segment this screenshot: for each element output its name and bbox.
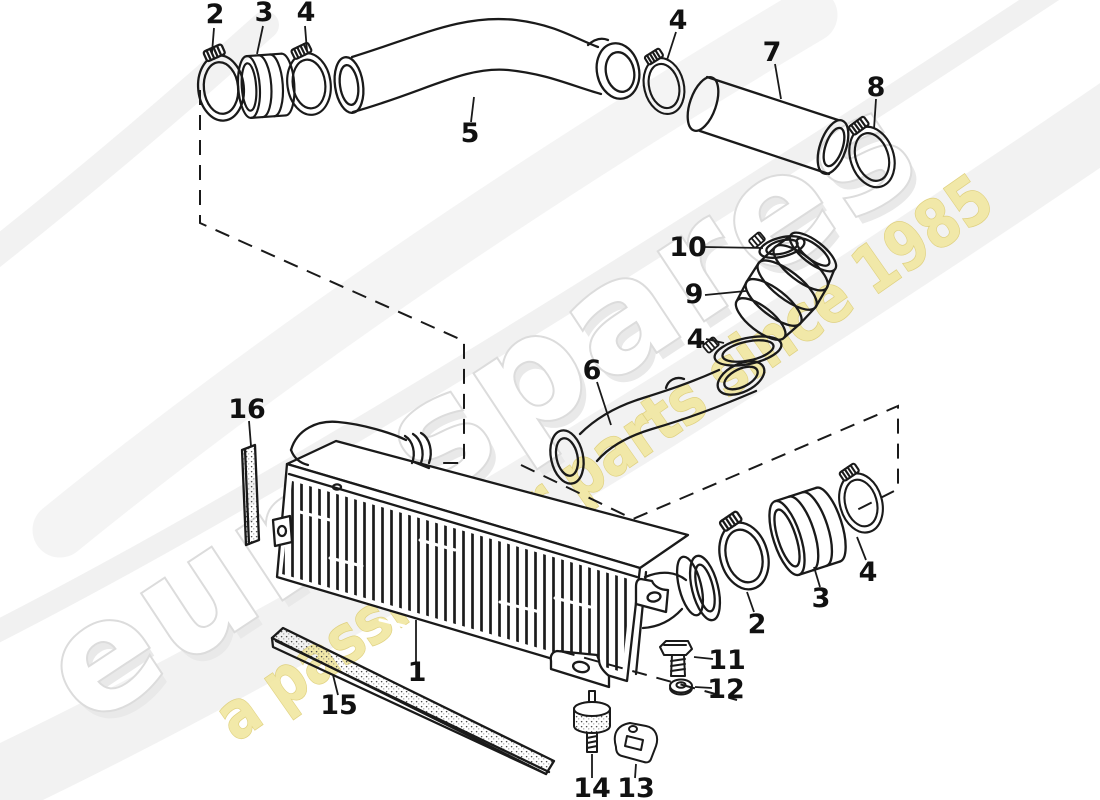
callout-11: 11 (708, 645, 746, 676)
dashed-leader-fasteners (559, 650, 738, 701)
bellows-sleeve-9 (734, 231, 838, 341)
callout-1: 1 (408, 657, 427, 688)
callout-leader-lines (211, 25, 877, 779)
callout-13: 13 (617, 773, 655, 800)
callout-3: 3 (812, 583, 831, 614)
intercooler-scoop (289, 420, 432, 470)
dashed-leader-top-left (199, 90, 465, 464)
callout-4: 4 (297, 0, 316, 28)
hose-clamp-10 (748, 231, 806, 259)
assembly-dashed-lines (199, 90, 899, 701)
hose-6 (549, 360, 766, 485)
swoosh-band-upper (32, 0, 838, 558)
intercooler-outlet (641, 554, 722, 630)
hose-clamp-4d (828, 457, 891, 539)
seal-strip-16 (240, 443, 261, 547)
brand-watermark: eurospares (12, 55, 950, 758)
swoosh-line-corner (0, 11, 279, 268)
tube-7 (686, 75, 850, 176)
callout-4: 4 (859, 557, 878, 588)
callout-2: 2 (206, 0, 225, 30)
clamp-bracket-13 (613, 722, 659, 764)
callout-5: 5 (461, 118, 480, 149)
callout-7: 7 (763, 37, 782, 68)
hose-clamp-2b (707, 504, 778, 597)
callout-2: 2 (748, 609, 767, 640)
callout-numbers: 1 2 3 4 5 4 7 8 10 9 4 6 2 3 4 11 12 14 … (206, 0, 886, 800)
callout-10: 10 (669, 232, 707, 263)
bolt-11 (659, 640, 693, 677)
washer-12 (669, 678, 693, 696)
callout-16: 16 (228, 394, 266, 425)
diagram-line-art (192, 17, 904, 776)
dashed-leader-bottom-right (520, 404, 899, 521)
callout-3: 3 (255, 0, 274, 28)
seal-strip-15 (270, 626, 556, 776)
callout-9: 9 (685, 279, 704, 310)
callout-14: 14 (573, 773, 611, 800)
rubber-buffer-14 (573, 690, 611, 753)
intercooler-fins (282, 481, 632, 672)
callout-15: 15 (320, 690, 358, 721)
intercooler-1 (271, 420, 722, 689)
callout-4: 4 (687, 324, 706, 355)
hose-5 (333, 17, 641, 114)
hose-clamp-4a (280, 38, 336, 119)
callout-6: 6 (583, 355, 602, 386)
callout-4: 4 (669, 5, 688, 36)
swoosh-line-middle (0, 0, 1060, 643)
callout-8: 8 (867, 72, 886, 103)
callout-12: 12 (707, 674, 745, 705)
